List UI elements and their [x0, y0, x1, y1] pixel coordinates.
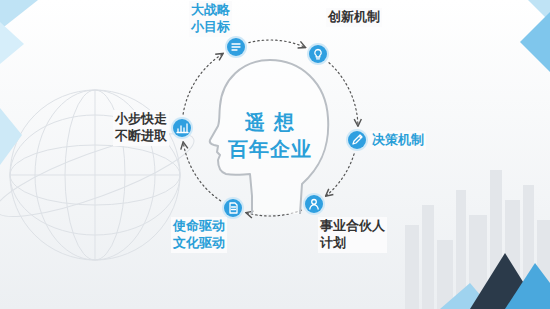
- globe-wireframe: [0, 118, 201, 231]
- label-holder: 使命驱动 文化驱动: [171, 217, 227, 253]
- label-holder: 事业合伙人 计划: [318, 217, 387, 253]
- icon-glyph: [315, 50, 321, 59]
- icon-node: 事业合伙人 计划: [305, 195, 323, 213]
- node-label: 小步快走 不断进取: [113, 110, 169, 146]
- cycle-arrow: [183, 142, 221, 201]
- corner-triangles: [0, 108, 22, 165]
- node-label: 决策机制: [370, 131, 426, 150]
- icon-glyph: [177, 124, 188, 133]
- icon-node: 决策机制: [348, 131, 366, 149]
- city-skyline: [405, 170, 550, 309]
- icon-node: 大战略 小目标: [227, 38, 245, 56]
- label-holder: 遥 想 百年企业: [224, 109, 316, 163]
- corner-triangles: [0, 22, 24, 64]
- icon-symbol: [224, 199, 242, 217]
- globe-wireframe: [10, 90, 180, 260]
- label-holder: 大战略 小目标: [189, 1, 232, 37]
- node-label: 大战略 小目标: [189, 1, 232, 37]
- head-silhouette: [210, 60, 329, 214]
- head-node: 遥 想 百年企业: [208, 56, 332, 216]
- icon-glyph: [230, 203, 237, 213]
- node-label: 使命驱动 文化驱动: [171, 217, 227, 253]
- icon-symbol: [305, 195, 323, 213]
- city-skyline: [422, 205, 434, 309]
- corner-triangles: [505, 263, 550, 309]
- icon-symbol: [227, 38, 245, 56]
- city-skyline: [405, 225, 419, 309]
- icon-glyph: [310, 200, 318, 210]
- cycle-arrow: [329, 63, 358, 127]
- icon-symbol: [173, 119, 191, 137]
- node-label: 创新机制: [326, 8, 382, 27]
- corner-triangles: [0, 0, 38, 30]
- globe-wireframe: [95, 90, 96, 260]
- cycle-arrow: [326, 154, 355, 196]
- city-skyline: [437, 240, 453, 309]
- icon-node: 使命驱动 文化驱动: [224, 199, 242, 217]
- icon-symbol: [309, 45, 327, 63]
- node-label: 事业合伙人 计划: [318, 217, 387, 253]
- label-holder: 创新机制: [326, 8, 382, 27]
- cycle-arrow: [183, 53, 223, 114]
- label-holder: 决策机制: [370, 131, 426, 150]
- icon-node: 小步快走 不断进取: [173, 119, 191, 137]
- cycle-arrow: [249, 40, 306, 48]
- center-title: 遥 想 百年企业: [224, 109, 316, 163]
- head-outline: [208, 56, 332, 216]
- icon-glyph: [232, 44, 240, 50]
- icon-glyph: [353, 135, 362, 144]
- icon-node: 创新机制: [309, 45, 327, 63]
- icon-symbol: [348, 131, 366, 149]
- label-holder: 小步快走 不断进取: [113, 110, 169, 146]
- corner-triangles: [520, 12, 550, 72]
